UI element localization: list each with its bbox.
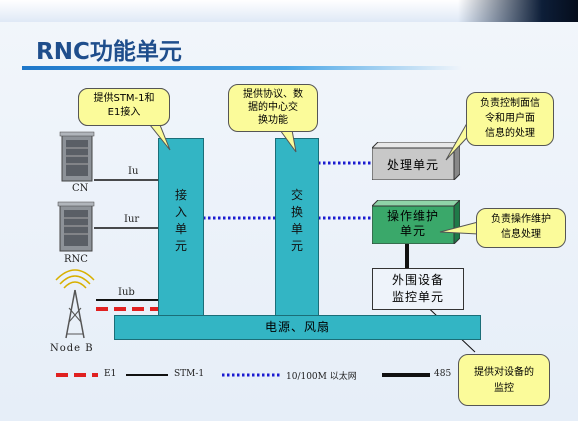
- callout-line: 负责操作维护: [491, 214, 551, 225]
- callout-line: E1接入: [107, 107, 141, 118]
- nodeb-label: Node B: [50, 343, 94, 354]
- switch-unit: 交 换 单 元: [275, 138, 319, 318]
- callout-line: 信息处理: [501, 229, 541, 240]
- callout-line: 监控: [494, 383, 514, 394]
- callout-protocol-switch: 提供协议、数 据的中心交 换功能: [228, 84, 318, 132]
- processing-unit-shape: [372, 142, 460, 180]
- access-unit-char: 入: [174, 205, 187, 219]
- om-unit-line: 操作维护: [386, 209, 439, 223]
- switch-unit-char: 单: [290, 222, 303, 236]
- callout-line: 信息的处理: [485, 128, 535, 139]
- rnc-cabinet-icon: [57, 201, 95, 252]
- legend-ethernet-label: 10/100M 以太网: [286, 372, 357, 382]
- switch-unit-char: 交: [290, 188, 303, 202]
- access-unit-char: 接: [174, 188, 187, 202]
- callout-om-processing: 负责操作维护 信息处理: [476, 208, 566, 248]
- callout-line: 据的中心交: [248, 102, 298, 113]
- peripheral-unit-line: 外围设备: [391, 273, 444, 287]
- om-unit: 操作维护 单元: [372, 200, 460, 244]
- cn-cabinet-icon: [59, 131, 95, 182]
- callout-control-plane: 负责控制面信 令和用户面 信息的处理: [466, 92, 554, 146]
- callout-line: 提供协议、数: [243, 89, 303, 100]
- access-unit: 接 入 单 元: [158, 138, 204, 318]
- callout-line: 提供对设备的: [474, 367, 534, 378]
- access-unit-char: 单: [174, 222, 187, 236]
- top-bar: [0, 0, 578, 22]
- peripheral-monitor-unit: 外围设备 监控单元: [372, 268, 464, 310]
- iub-label: Iub: [118, 287, 135, 298]
- callout-equipment-monitor: 提供对设备的 监控: [458, 354, 550, 406]
- om-unit-shape: [372, 200, 460, 244]
- callout-line: 令和用户面: [485, 113, 535, 124]
- legend-485-label: 485: [434, 369, 452, 379]
- callout-line: 提供STM-1和: [93, 93, 155, 104]
- nodeb-tower-icon: [55, 269, 95, 339]
- legend-e1-label: E1: [104, 369, 117, 379]
- title-underline: [22, 66, 462, 70]
- callout-line: 换功能: [258, 115, 288, 126]
- legend-stm1-label: STM-1: [174, 369, 205, 379]
- peripheral-unit-line: 监控单元: [391, 290, 444, 304]
- cn-label: CN: [72, 183, 89, 194]
- rnc-label: RNC: [64, 254, 88, 265]
- switch-unit-char: 换: [290, 205, 303, 219]
- om-unit-label: 操作维护 单元: [372, 209, 454, 239]
- processing-unit-label: 处理单元: [386, 158, 439, 172]
- callout-stm-e1-front: 提供STM-1和 E1接入: [78, 88, 170, 126]
- callout-line: 负责控制面信: [480, 98, 540, 109]
- power-fan-unit: 电源、风扇: [114, 315, 481, 340]
- om-unit-line: 单元: [399, 224, 426, 238]
- switch-unit-char: 元: [290, 239, 303, 253]
- access-unit-char: 元: [174, 239, 187, 253]
- iur-label: Iur: [124, 214, 140, 225]
- iu-label: Iu: [128, 166, 139, 177]
- corner-decoration: [458, 0, 578, 22]
- processing-unit: 处理单元: [372, 142, 460, 180]
- page-title: RNC功能单元: [36, 39, 182, 65]
